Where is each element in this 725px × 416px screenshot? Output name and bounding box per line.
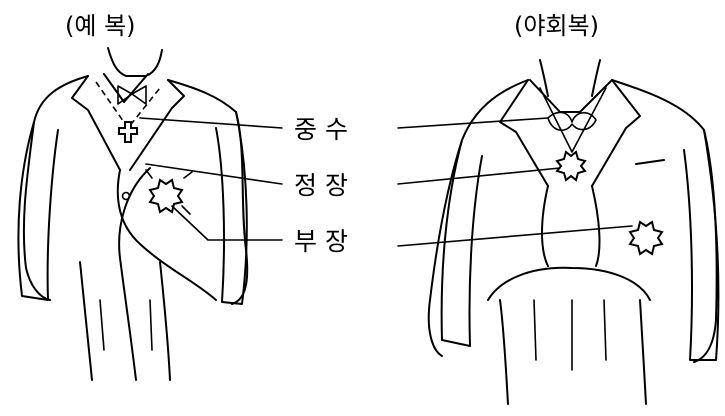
right-lapel [129,79,185,171]
neck-order-badge-right [555,150,587,182]
waistline [487,266,651,301]
title-formal-dress: (예 복) [65,12,136,40]
figure-evening-dress [427,59,720,405]
leader-main-right [397,167,561,185]
label-main-badge: 정 장 [294,171,348,200]
label-neck-order: 중 수 [294,115,348,144]
leader-side-left [171,205,283,241]
right-sleeve [215,111,248,305]
neck-ribbon [95,81,161,130]
jacket-right-side [611,79,718,363]
collar-right [529,79,613,113]
leader-neck-right [397,117,549,129]
bow-tie-right [547,111,597,131]
left-lapel [71,75,121,171]
breast-star-badge [148,178,184,214]
left-sleeve [17,121,59,301]
coat-left-side [22,75,89,301]
shirt-front [541,185,601,267]
neck-outline [107,47,163,77]
title-evening-dress: (야회복) [514,12,599,40]
breast-star-badge-right [628,220,664,256]
trouser-right [159,261,171,381]
leader-side-right [397,225,633,247]
trouser-left [79,261,93,381]
trouser-left-right [499,299,509,405]
pocket-square [635,159,665,165]
right-lapel-right [591,79,641,187]
neck-outline-right [539,59,601,97]
coat-front-left [116,169,217,301]
shirt-collar [103,73,149,103]
leader-neck-left [139,117,283,129]
coat-right-side [167,79,249,305]
trouser-creases [99,299,153,351]
coat-button [121,191,131,201]
breast-star-rays [145,169,193,215]
bow-tie [117,85,147,105]
neck-order-badge [118,121,138,143]
right-sleeve-right [683,129,720,361]
jacket-left-side [427,79,529,357]
label-group: 중 수 정 장 부 장 [139,115,633,256]
label-side-badge: 부 장 [294,227,348,256]
trouser-right-right [639,299,647,405]
figure-formal-dress [17,47,249,381]
left-lapel-right [499,79,549,187]
leader-main-left [145,163,283,185]
neck-ribbon-right [539,87,607,153]
left-sleeve-right [440,139,483,347]
trouser-creases-right [533,299,607,371]
coat-front-right [118,167,151,381]
